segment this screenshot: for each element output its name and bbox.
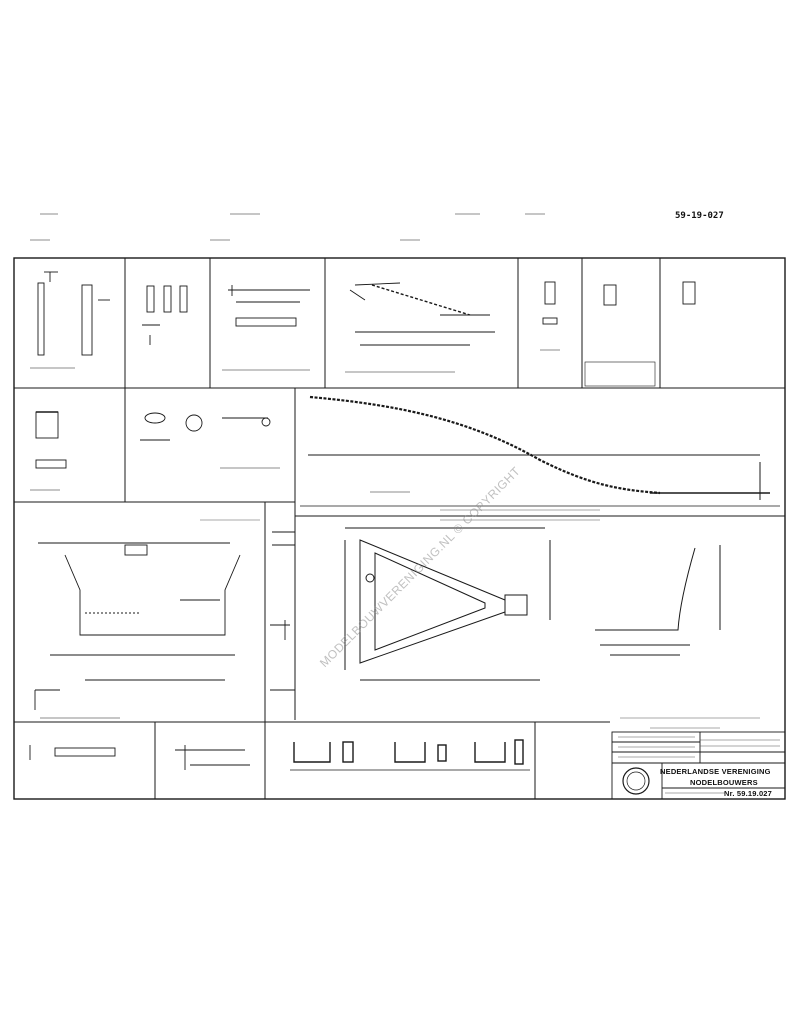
title-org-line1: NEDERLANDSE VERENIGING <box>660 767 771 776</box>
detail-profile-stack <box>270 531 295 691</box>
title-org-line2: NODELBOUWERS <box>690 778 758 787</box>
detail-bent-bracket <box>595 545 721 656</box>
panel-row-3 <box>14 502 610 799</box>
sheet-border <box>13 257 786 800</box>
detail-rods <box>222 285 310 371</box>
panel-row-2 <box>14 388 785 720</box>
a-frame <box>344 527 551 681</box>
detail-brackets <box>142 285 188 345</box>
detail-vertical-bars <box>30 271 110 369</box>
title-sheet-number: Nr. 59.19.027 <box>724 789 773 798</box>
title-block <box>611 731 786 800</box>
drawing-number-top: 59-19-027 <box>675 211 724 221</box>
dimension-annotations <box>200 509 780 794</box>
detail-fittings <box>540 281 696 387</box>
panel-row-1 <box>14 258 785 389</box>
detail-clips <box>30 411 280 491</box>
detail-diagonal-strut <box>345 282 495 373</box>
edge-marks <box>30 213 545 241</box>
cross-section <box>34 542 241 719</box>
profile-curve <box>300 395 780 507</box>
detail-bottom-parts <box>29 745 250 770</box>
u-sections <box>290 739 530 771</box>
